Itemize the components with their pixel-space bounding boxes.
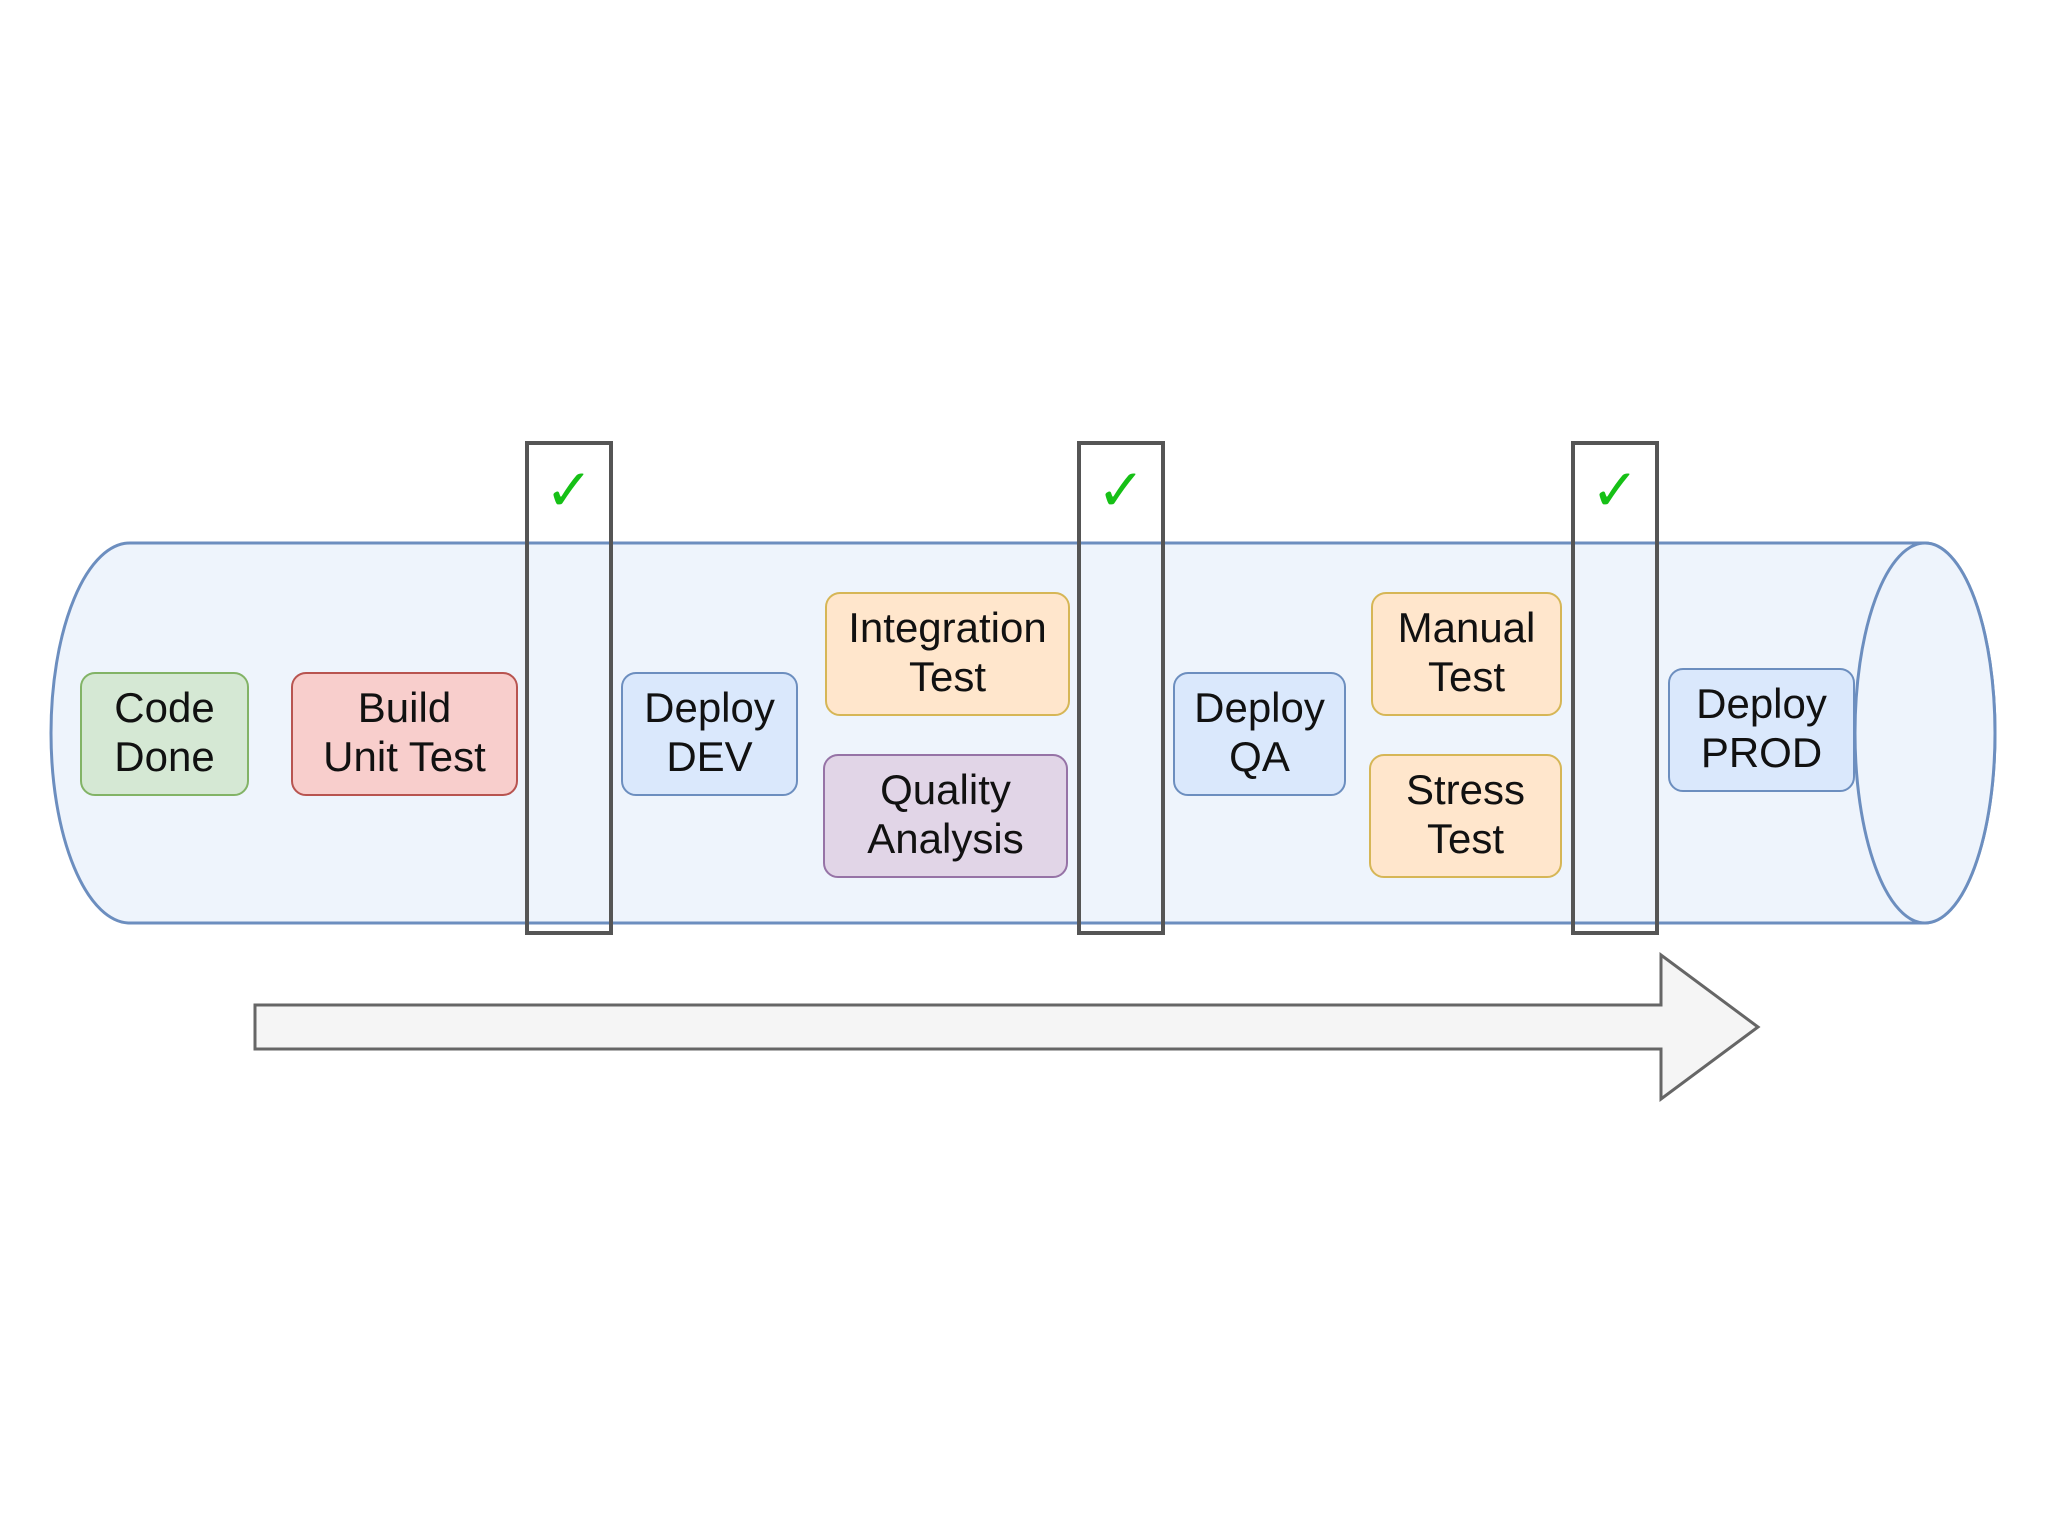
stage-stress-test: Stress Test — [1369, 754, 1562, 878]
stage-box — [621, 672, 798, 796]
stage-label-line-1: Build — [358, 684, 451, 731]
stage-label-line-2: Test — [1427, 815, 1504, 862]
quality-gate-1: ✓ — [525, 441, 613, 935]
stage-box — [823, 754, 1068, 878]
stage-label-line-2: PROD — [1701, 729, 1822, 776]
stage-label-line-2: Unit Test — [323, 733, 486, 780]
stage-code-done: Code Done — [80, 672, 249, 796]
stage-label-line-2: Test — [1428, 653, 1505, 700]
stage-deploy-dev: Deploy DEV — [621, 672, 798, 796]
checkmark-icon: ✓ — [545, 456, 594, 524]
stage-box — [1668, 668, 1855, 792]
stage-label-line-1: Stress — [1406, 766, 1525, 813]
stage-deploy-prod: Deploy PROD — [1668, 668, 1855, 792]
quality-gate-3: ✓ — [1571, 441, 1659, 935]
stage-box — [1371, 592, 1562, 716]
stage-integration-test: Integration Test — [825, 592, 1070, 716]
gate-frame — [525, 441, 613, 935]
stage-build-unit-test: Build Unit Test — [291, 672, 518, 796]
quality-gate-2: ✓ — [1077, 441, 1165, 935]
stage-label-line-1: Integration — [848, 604, 1046, 651]
stage-label-line-2: QA — [1229, 733, 1290, 780]
stage-label-line-1: Deploy — [644, 684, 775, 731]
gate-frame — [1571, 441, 1659, 935]
stage-label-line-2: Test — [909, 653, 986, 700]
stage-deploy-qa: Deploy QA — [1173, 672, 1346, 796]
stage-label-line-2: Done — [114, 733, 214, 780]
stage-quality-analysis: Quality Analysis — [823, 754, 1068, 878]
stage-label-line-1: Code — [114, 684, 214, 731]
pipeline-cylinder-end — [1853, 541, 1997, 925]
stage-label-line-1: Deploy — [1194, 684, 1325, 731]
checkmark-icon: ✓ — [1591, 456, 1640, 524]
stage-label-line-2: Analysis — [867, 815, 1023, 862]
stage-box — [291, 672, 518, 796]
flow-arrow — [253, 952, 1761, 1102]
stage-label-line-2: DEV — [666, 733, 752, 780]
stage-manual-test: Manual Test — [1371, 592, 1562, 716]
checkmark-icon: ✓ — [1097, 456, 1146, 524]
stage-box — [1173, 672, 1346, 796]
stage-box — [1369, 754, 1562, 878]
stage-label-line-1: Deploy — [1696, 680, 1827, 727]
stage-label-line-1: Quality — [880, 766, 1011, 813]
stage-box — [80, 672, 249, 796]
stage-label-line-1: Manual — [1398, 604, 1536, 651]
stage-box — [825, 592, 1070, 716]
gate-frame — [1077, 441, 1165, 935]
